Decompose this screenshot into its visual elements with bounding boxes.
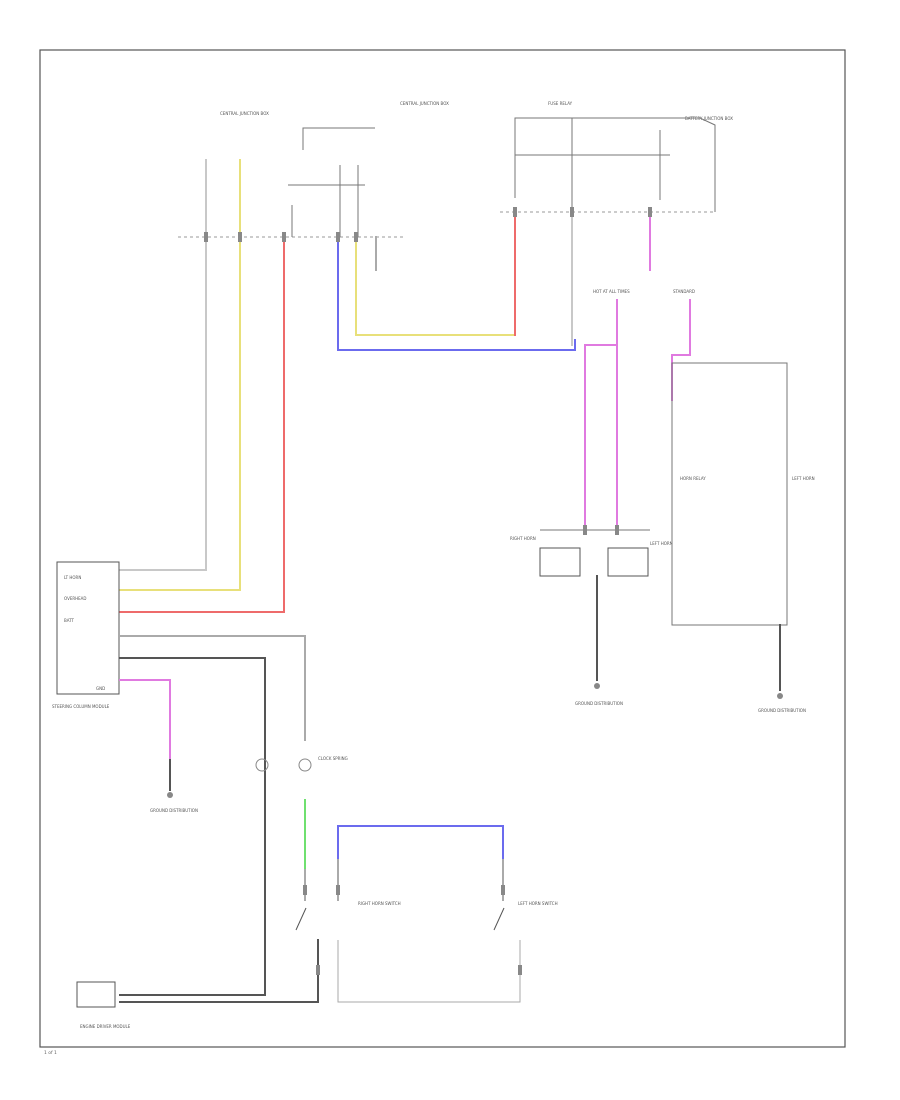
connector-tick [303, 885, 307, 895]
wire-red-left [119, 236, 285, 613]
battery-junction-label: BATTERY JUNCTION BOX [685, 116, 733, 121]
ground-right-label: GROUND DISTRIBUTION [758, 708, 806, 713]
diagram-frame [39, 49, 846, 1048]
connector-tick [204, 232, 208, 242]
clockspring-symbol-left [255, 758, 269, 772]
connector-tick [615, 525, 619, 535]
scm-pin-1: LT HORN [64, 575, 81, 580]
wire-violet-hot [584, 299, 618, 531]
wire-white-scm [119, 559, 207, 571]
connector-tick [570, 207, 574, 217]
fuse-relay-label: FUSE RELAY [548, 101, 573, 106]
clockspring-symbol-right [298, 758, 312, 772]
right-horn-switch-label: RIGHT HORN SWITCH [358, 901, 401, 906]
wire-blue-cross [337, 236, 576, 351]
horn-relay-right-label: LEFT HORN [792, 476, 815, 481]
connector-ticks [204, 207, 652, 975]
connector-tick [336, 885, 340, 895]
engine-driver-module-label: ENGINE DRIVER MODULE [80, 1024, 131, 1029]
left-horn-switch-label: LEFT HORN SWITCH [518, 901, 558, 906]
wire-gray-scm-clockspring [119, 635, 306, 741]
ground-mid-label: GROUND DISTRIBUTION [575, 701, 623, 706]
standard-label: STANDARD [673, 289, 695, 294]
ground-symbol-mid [594, 683, 600, 689]
connector-tick [282, 232, 286, 242]
clockspring-label: CLOCK SPRING [318, 756, 348, 761]
horn-relay-box [671, 362, 788, 626]
left-horn-switch-contact [493, 907, 505, 931]
connector-tick [316, 965, 320, 975]
connector-tick [648, 207, 652, 217]
connector-tick [354, 232, 358, 242]
connector-tick [583, 525, 587, 535]
scm-pin-6: GND [96, 686, 105, 691]
central-junction-label-mid: CENTRAL JUNCTION BOX [400, 101, 449, 106]
ground-symbol-left [167, 792, 173, 798]
wire-violet-standard [671, 299, 691, 401]
wire-yellow-cross [355, 236, 516, 336]
horn-right-label: LEFT HORN [650, 541, 673, 546]
steering-column-module-label: STEERING COLUMN MODULE [52, 704, 110, 709]
horn-right-body [607, 547, 649, 577]
wire-black-engine [119, 984, 319, 1003]
central-box-relay-outline [302, 127, 375, 150]
horn-left-label: RIGHT HORN [510, 536, 536, 541]
wire-violet-scm-ground [119, 679, 171, 761]
wire-gray-bottom-loop [337, 940, 521, 1003]
connector-tick [518, 965, 522, 975]
wire-blue-switches [337, 825, 504, 861]
hot-at-all-times-label: HOT AT ALL TIMES [593, 289, 630, 294]
scm-pin-2: OVERHEAD [64, 596, 86, 601]
wire-black-scm-engine [119, 657, 266, 996]
page-number: 1 of 1 [44, 1050, 57, 1056]
ground-symbol-right [777, 693, 783, 699]
connector-tick [513, 207, 517, 217]
central-junction-label-left: CENTRAL JUNCTION BOX [220, 111, 269, 116]
horn-left-body [539, 547, 581, 577]
connector-tick [501, 885, 505, 895]
connector-tick [336, 232, 340, 242]
battery-box-outline [514, 117, 716, 212]
steering-column-module [56, 561, 120, 695]
right-horn-switch-contact [295, 907, 307, 931]
engine-driver-module [76, 981, 116, 1008]
connector-tick [238, 232, 242, 242]
scm-pin-3: BATT [64, 618, 75, 623]
ground-left-label: GROUND DISTRIBUTION [150, 808, 198, 813]
horn-relay-left-label: HORN RELAY [680, 476, 706, 481]
wire-yellow-left [119, 159, 241, 591]
